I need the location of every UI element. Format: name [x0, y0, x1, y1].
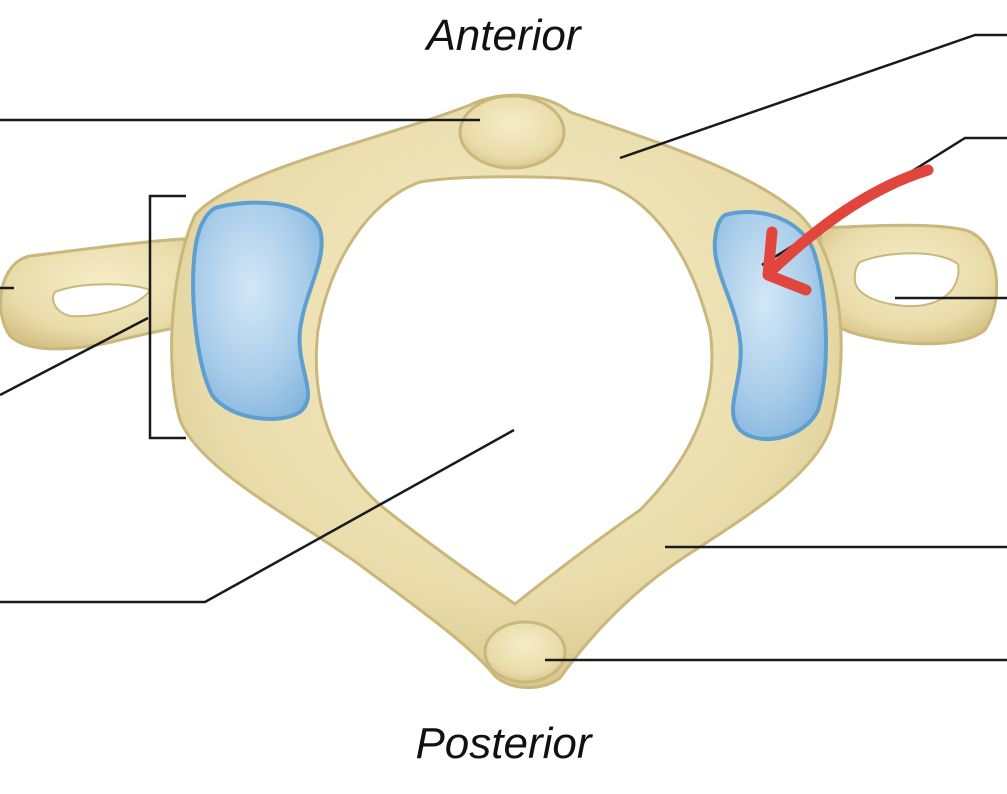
posterior-tubercle	[483, 620, 567, 684]
anterior-label: Anterior	[426, 11, 581, 60]
atlas-ring	[170, 93, 843, 690]
red-arrow-annotation	[762, 164, 934, 296]
right-superior-articular-facet	[712, 209, 828, 442]
leader-line-anterior-arch	[619, 33, 1007, 160]
lateral-mass-bracket	[148, 194, 186, 440]
leader-line-lateral-mass	[0, 316, 149, 397]
left-transverse-foramen	[52, 283, 152, 318]
red-arrow-head	[762, 226, 812, 296]
posterior-label: Posterior	[415, 719, 592, 768]
right-transverse-foramen	[853, 252, 960, 308]
leader-line-vertebral-foramen	[0, 428, 515, 604]
anterior-tubercle	[458, 94, 566, 170]
red-arrow-shaft	[764, 164, 934, 278]
left-superior-articular-facet	[191, 200, 324, 421]
